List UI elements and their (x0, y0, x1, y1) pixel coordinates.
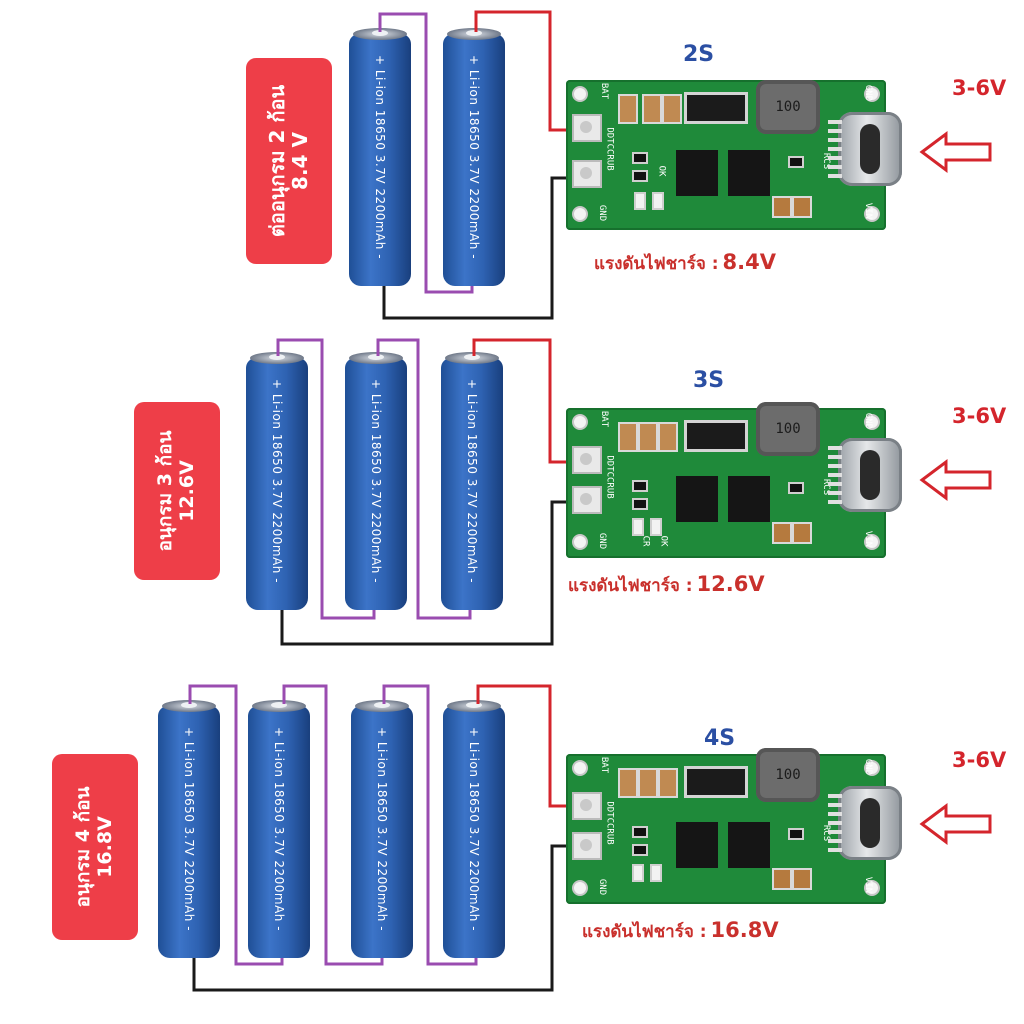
silk-bat: BAT (599, 82, 610, 100)
cell-print: + Li-ion 18650 3.7V 2200mAh - (465, 378, 479, 584)
input-arrow-icon (919, 803, 992, 845)
inductor: 100 (756, 80, 820, 134)
input-arrow-icon (919, 459, 992, 501)
series-label-line1: อนุกรม 4 ก้อน (72, 786, 95, 908)
ic-chip (722, 476, 776, 522)
series-label-line1: ต่ออนุกรม 2 ก้อน (265, 84, 289, 238)
silk-vin: VIN (863, 530, 874, 548)
battery-cell: + Li-ion 18650 3.7V 2200mAh - (441, 352, 503, 610)
series-label-line2: 8.4 V (288, 132, 312, 190)
black-negative-wire (280, 500, 578, 646)
charge-label: แรงดันไฟชาร์จ : (568, 576, 693, 596)
silk-part: DDTCCRUB (604, 455, 615, 499)
charge-value: 12.6V (696, 572, 765, 596)
input-voltage-range: 3-6V (952, 76, 1007, 100)
led-indicator (652, 192, 664, 210)
cell-print: + Li-ion 18650 3.7V 2200mAh - (182, 726, 196, 932)
usb-c-port (838, 112, 902, 186)
battery-cell: + Li-ion 18650 3.7V 2200mAh - (351, 700, 413, 958)
charger-board: BAT GND DDTCCRUB 100 OK CR RCS GND (566, 402, 902, 558)
gnd-pad (572, 160, 602, 188)
cell-print: + Li-ion 18650 3.7V 2200mAh - (369, 378, 383, 584)
silk-gnd-in: GND (863, 758, 874, 776)
input-arrow-icon (919, 131, 992, 173)
config-title-3s: 3S (693, 368, 725, 393)
cell-print: + Li-ion 18650 3.7V 2200mAh - (373, 54, 387, 260)
battery-cell: + Li-ion 18650 3.7V 2200mAh - (158, 700, 220, 958)
series-label-line1: อนุกรม 3 ก้อน (154, 430, 177, 552)
silk-gnd-in: GND (863, 84, 874, 102)
ic-chip (670, 822, 724, 868)
silk-ok: OK (658, 535, 669, 547)
battery-cell: + Li-ion 18650 3.7V 2200mAh - (345, 352, 407, 610)
inductor: 100 (756, 748, 820, 802)
silk-bat: BAT (599, 756, 610, 774)
led-indicator (632, 518, 644, 536)
inductor-label: 100 (775, 99, 801, 115)
series-label-4s: อนุกรม 4 ก้อน 16.8V (52, 754, 138, 940)
silk-cr: CR (640, 535, 651, 547)
cell-print: + Li-ion 18650 3.7V 2200mAh - (467, 54, 481, 260)
bat-pad (572, 114, 602, 142)
bat-pad (572, 446, 602, 474)
usb-c-port (838, 438, 902, 512)
silk-vin: VIN (863, 876, 874, 894)
series-label-2s: ต่ออนุกรม 2 ก้อน 8.4 V (246, 58, 332, 264)
series-label-line2: 12.6V (176, 460, 198, 522)
cell-print: + Li-ion 18650 3.7V 2200mAh - (270, 378, 284, 584)
led-indicator (634, 192, 646, 210)
silk-gnd: GND (597, 878, 608, 896)
silk-part: DDTCCRUB (604, 127, 615, 171)
config-title-2s: 2S (683, 42, 715, 67)
charge-voltage-line: แรงดันไฟชาร์จ :12.6V (568, 572, 765, 599)
led-indicator (650, 864, 662, 882)
silk-gnd-in: GND (863, 412, 874, 430)
ic-chip (722, 822, 776, 868)
led-indicator (650, 518, 662, 536)
cell-print: + Li-ion 18650 3.7V 2200mAh - (375, 726, 389, 932)
battery-cell: + Li-ion 18650 3.7V 2200mAh - (248, 700, 310, 958)
silk-gnd: GND (597, 204, 608, 222)
charge-voltage-line: แรงดันไฟชาร์จ :8.4V (594, 250, 776, 277)
inductor-label: 100 (775, 767, 801, 783)
inductor-label: 100 (775, 421, 801, 437)
cell-print: + Li-ion 18650 3.7V 2200mAh - (272, 726, 286, 932)
battery-cell: + Li-ion 18650 3.7V 2200mAh - (443, 28, 505, 286)
battery-cell: + Li-ion 18650 3.7V 2200mAh - (349, 28, 411, 286)
series-label-line2: 16.8V (94, 816, 116, 878)
charge-voltage-line: แรงดันไฟชาร์จ :16.8V (582, 918, 779, 945)
silk-ok: OK (656, 165, 667, 177)
led-indicator (632, 864, 644, 882)
silk-vin: VIN (863, 202, 874, 220)
config-title-4s: 4S (704, 726, 736, 751)
inductor: 100 (756, 402, 820, 456)
ic-chip (670, 476, 724, 522)
input-voltage-range: 3-6V (952, 404, 1007, 428)
input-voltage-range: 3-6V (952, 748, 1007, 772)
usb-c-port (838, 786, 902, 860)
gnd-pad (572, 486, 602, 514)
charge-value: 8.4V (722, 250, 776, 274)
series-label-3s: อนุกรม 3 ก้อน 12.6V (134, 402, 220, 580)
silk-gnd: GND (597, 532, 608, 550)
charger-board: BAT GND DDTCCRUB 100 RCS GND VIN (566, 748, 902, 904)
charge-value: 16.8V (710, 918, 779, 942)
charge-label: แรงดันไฟชาร์จ : (582, 922, 707, 942)
gnd-pad (572, 832, 602, 860)
silk-bat: BAT (599, 410, 610, 428)
ic-chip (722, 150, 776, 196)
bat-pad (572, 792, 602, 820)
charge-label: แรงดันไฟชาร์จ : (594, 254, 719, 274)
cell-print: + Li-ion 18650 3.7V 2200mAh - (467, 726, 481, 932)
battery-cell: + Li-ion 18650 3.7V 2200mAh - (443, 700, 505, 958)
charger-board: BAT GND DDTCCRUB 100 OK RCS GND VIN (566, 80, 902, 230)
ic-chip (670, 150, 724, 196)
silk-part: DDTCCRUB (604, 801, 615, 845)
battery-cell: + Li-ion 18650 3.7V 2200mAh - (246, 352, 308, 610)
